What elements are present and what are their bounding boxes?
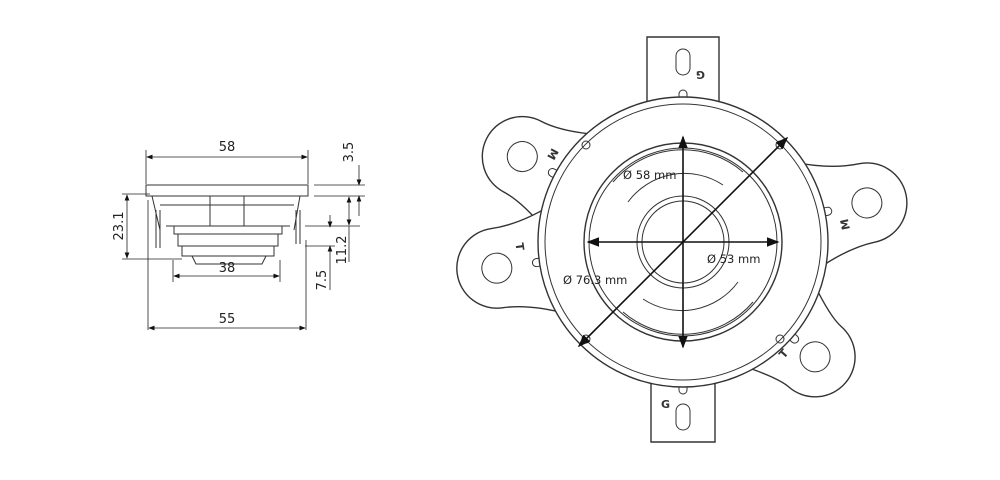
dim-38: 38 <box>219 261 236 276</box>
basket <box>151 195 301 231</box>
flange <box>145 184 309 197</box>
mounting-hole <box>851 187 883 219</box>
dim-76-3-mm: Ø 76.3 mm <box>563 273 627 287</box>
arm-marking: G <box>661 398 670 411</box>
mounting-arm: M <box>481 115 600 234</box>
mounting-hole <box>799 341 831 373</box>
dim-7-5: 7.5 <box>315 270 330 291</box>
magnet <box>177 233 279 247</box>
mounting-hole <box>675 403 691 431</box>
dim-23-1: 23.1 <box>112 212 127 241</box>
arm-marking: M <box>838 218 853 231</box>
arm-marking: G <box>696 68 705 81</box>
terminals <box>155 210 301 248</box>
dim-3-5: 3.5 <box>342 142 357 163</box>
dim-58: 58 <box>219 140 236 155</box>
dim-53-mm: Ø 53 mm <box>707 252 760 266</box>
side-view: 58 55 38 23.1 3.5 11.2 7.5 <box>112 140 365 331</box>
mounting-hole <box>506 141 538 173</box>
arm-marking: T <box>513 242 527 252</box>
arm-marking: M <box>544 146 561 162</box>
dim-55: 55 <box>219 312 236 327</box>
mounting-hole <box>675 48 691 76</box>
dim-11-2: 11.2 <box>335 236 350 265</box>
mounting-hole <box>481 252 513 284</box>
dim-58-mm: Ø 58 mm <box>623 168 676 182</box>
